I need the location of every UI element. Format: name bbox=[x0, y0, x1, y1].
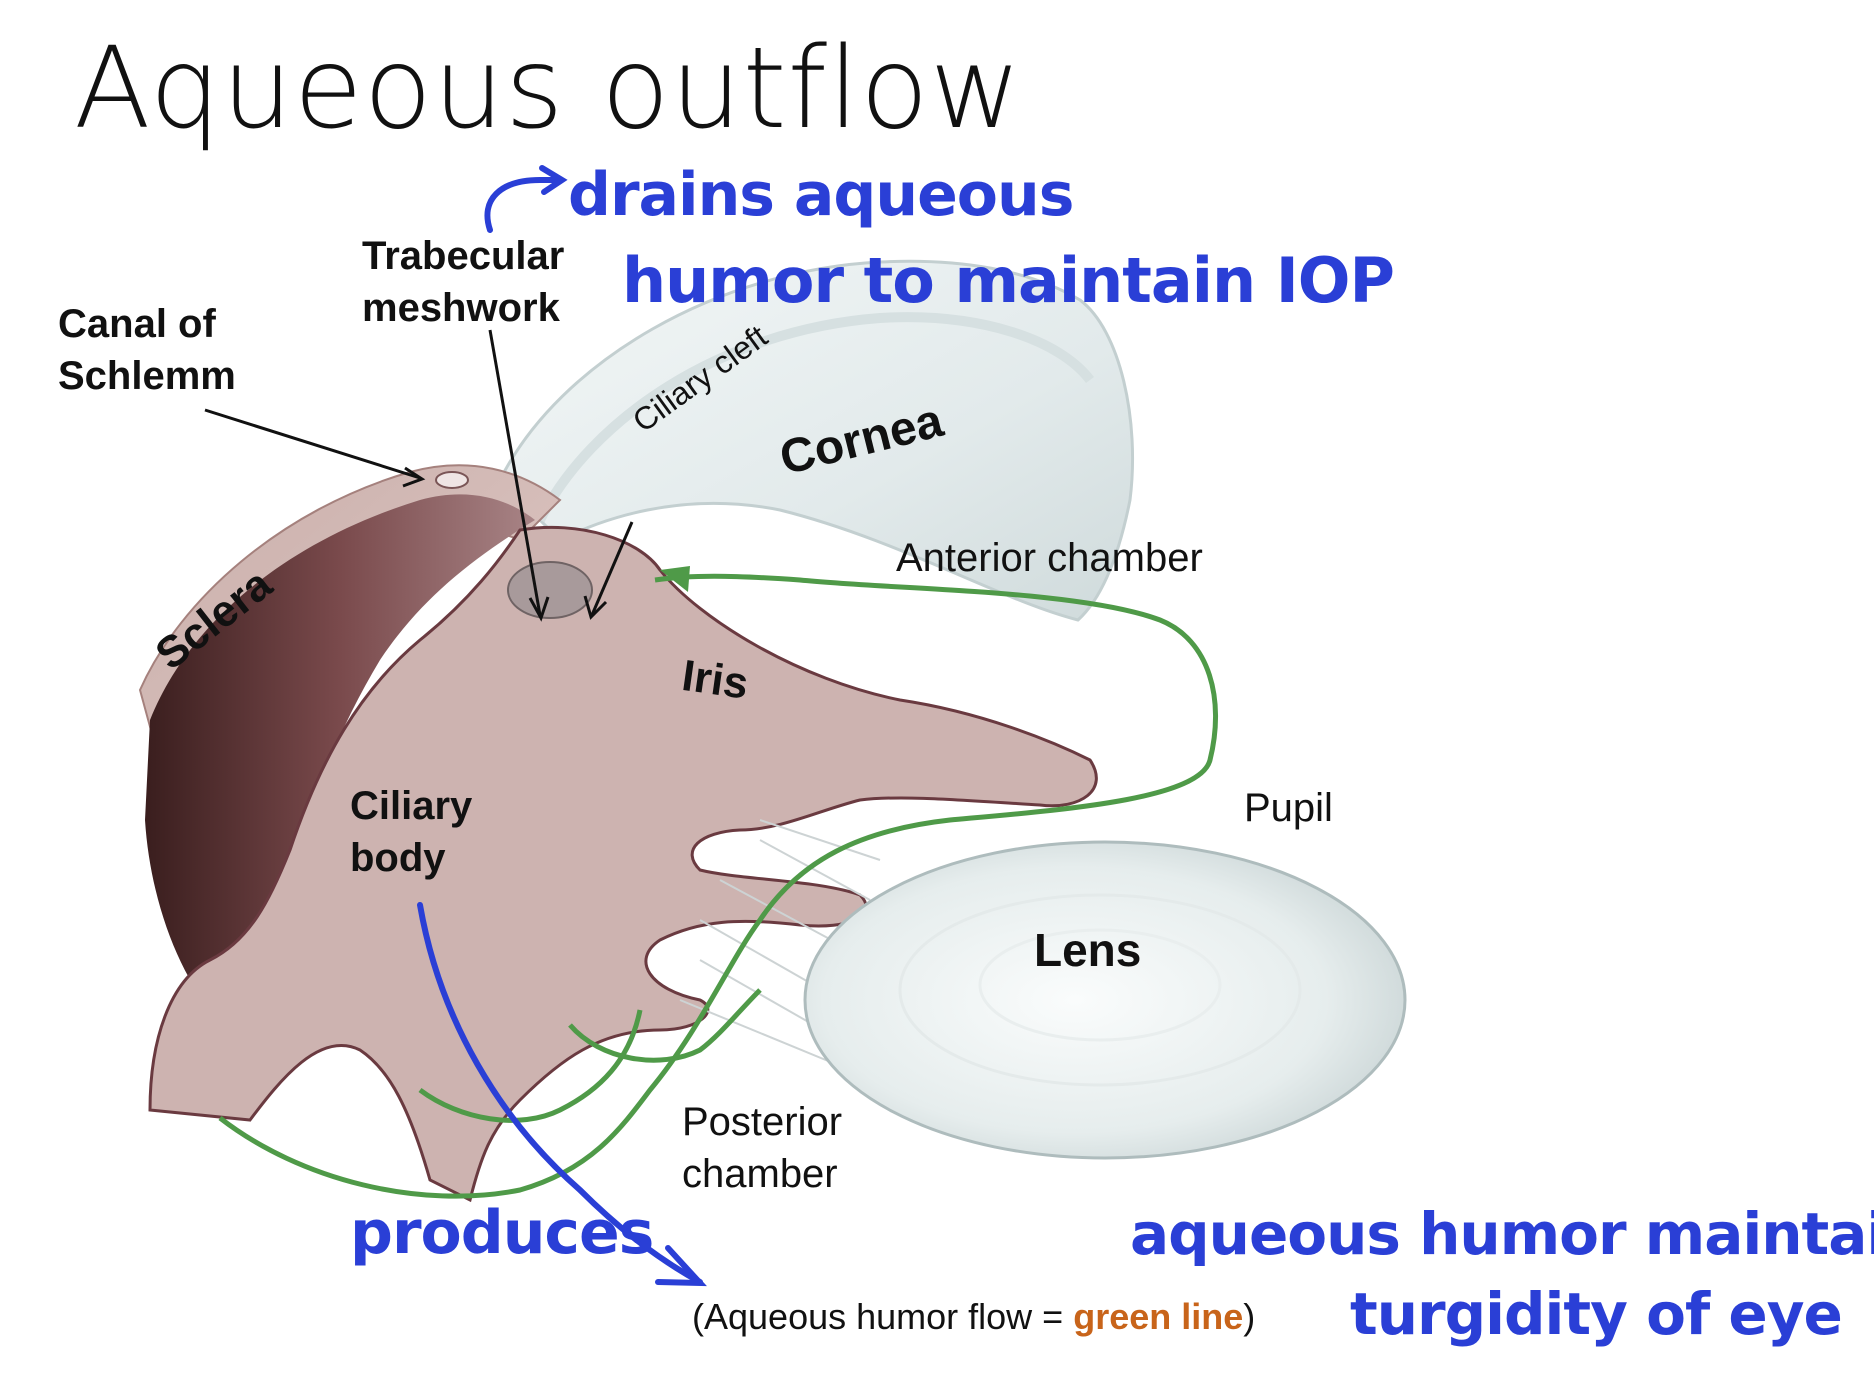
caption-prefix: (Aqueous humor flow = bbox=[692, 1296, 1074, 1337]
canal-of-schlemm-shape bbox=[435, 471, 469, 489]
ciliary-body-label: Ciliary body bbox=[350, 784, 473, 880]
aqueous-flow-line bbox=[218, 573, 1218, 1199]
page-title: Aqueous outflow bbox=[74, 24, 1023, 154]
drains-annotation-line2: humor to maintain IOP bbox=[622, 244, 1395, 317]
cornea-shape bbox=[498, 259, 1134, 622]
turgidity-annotation-line1: aqueous humor maintains bbox=[1130, 1200, 1874, 1268]
flow-legend-caption: (Aqueous humor flow = green line) bbox=[692, 1296, 1255, 1338]
caption-highlight: green line bbox=[1073, 1296, 1244, 1337]
trabecular-meshwork-label: Trabecular meshwork bbox=[362, 234, 565, 330]
iris-label: Iris bbox=[679, 650, 752, 709]
anterior-chamber-label: Anterior chamber bbox=[896, 536, 1203, 580]
ciliary-muscle-shape bbox=[145, 494, 535, 1020]
pupil-label: Pupil bbox=[1244, 786, 1333, 830]
drains-annotation-line1: drains aqueous bbox=[568, 160, 1074, 230]
ink-strokes bbox=[417, 165, 707, 1287]
lens-shape bbox=[803, 840, 1407, 1160]
produces-annotation: produces bbox=[350, 1198, 654, 1268]
iris-ciliary-tissue bbox=[148, 525, 1098, 1203]
turgidity-annotation-line2: turgidity of eye bbox=[1350, 1280, 1843, 1348]
canal-of-schlemm-label: Canal of Schlemm bbox=[58, 302, 236, 398]
trabecular-meshwork-shape bbox=[507, 561, 593, 619]
posterior-chamber-label: Posterior chamber bbox=[682, 1100, 843, 1196]
lens-label: Lens bbox=[1034, 924, 1142, 976]
caption-suffix: ) bbox=[1243, 1296, 1256, 1337]
label-arrows bbox=[204, 329, 634, 622]
